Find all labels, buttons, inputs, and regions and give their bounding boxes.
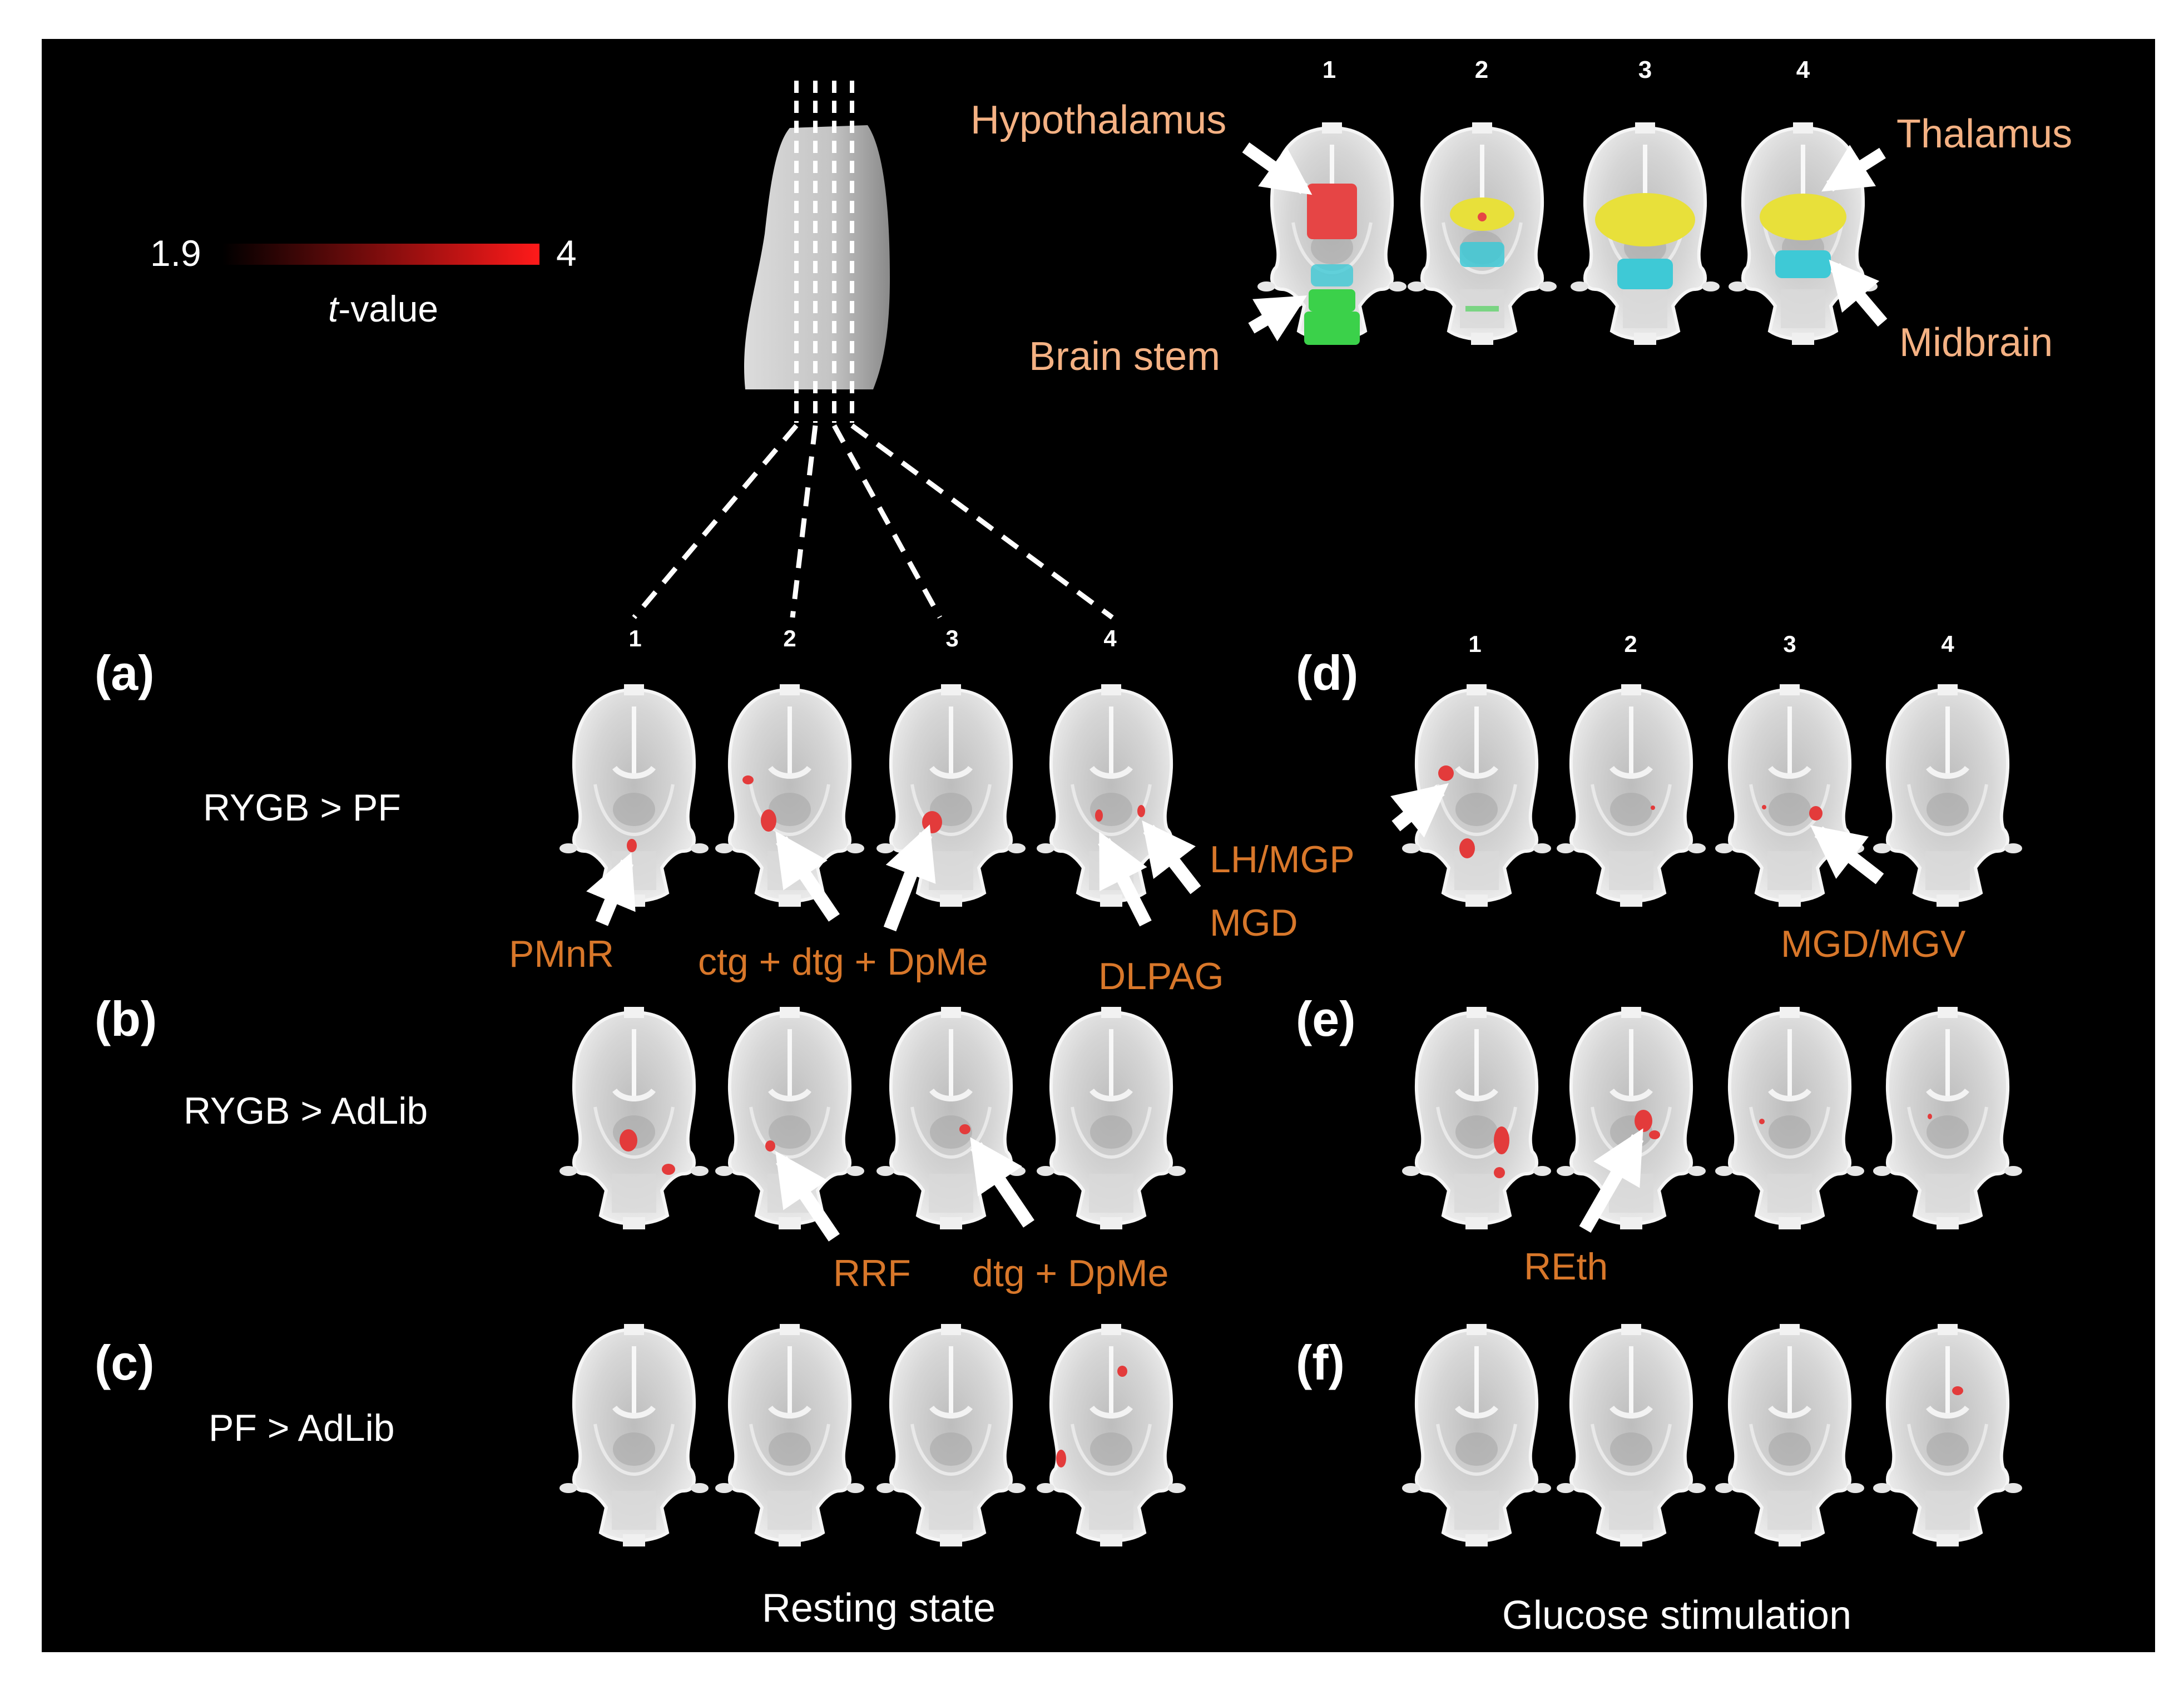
atlas-slices: 1 2 3 4 Hypothalamus Thala xyxy=(970,56,2072,379)
colorbar-max: 4 xyxy=(556,233,577,274)
panel-letter-b: (b) xyxy=(95,991,157,1046)
region-label-rrf: RRF xyxy=(833,1252,911,1294)
atlas-label-midbrain: Midbrain xyxy=(1899,320,2053,365)
colorbar-label-italic: t xyxy=(328,288,340,329)
atlas-slice-3 xyxy=(1571,122,1720,345)
atlas-slice-number-4: 4 xyxy=(1796,56,1810,83)
panel-letter-d: (d) xyxy=(1296,645,1358,700)
colorbar-label: t-value xyxy=(328,288,438,329)
resting-slice-numbers: 1 2 3 4 xyxy=(628,625,1117,651)
arrow-midbrain xyxy=(1829,259,1888,327)
region-labels: PMnR ctg + dtg + DpMe DLPAG MGD LH/MGP M… xyxy=(509,838,1966,1294)
atlas-slice-number-1: 1 xyxy=(1323,56,1336,83)
region-label-lhmgp: LH/MGP xyxy=(1210,838,1355,881)
region-arrows xyxy=(586,783,1884,1242)
region-label-reth: REth xyxy=(1524,1246,1608,1288)
panel-letter-c: (c) xyxy=(95,1335,155,1390)
contrast-label-c: PF > AdLib xyxy=(209,1407,395,1449)
panel-letter-f: (f) xyxy=(1296,1335,1345,1390)
atlas-slice-1 xyxy=(1257,122,1407,345)
panel-letter-a: (a) xyxy=(95,645,155,700)
glucose-slice-number-1: 1 xyxy=(1468,631,1481,657)
panel-letters: (a) (b) (c) (d) (e) (f) xyxy=(95,645,1358,1390)
contrast-label-a: RYGB > PF xyxy=(203,787,401,829)
resting-slice-number-1: 1 xyxy=(628,625,641,651)
atlas-slice-number-2: 2 xyxy=(1475,56,1488,83)
atlas-slice-number-3: 3 xyxy=(1638,56,1652,83)
arrow-brainstem xyxy=(1248,295,1308,342)
column-title-resting: Resting state xyxy=(762,1586,996,1630)
resting-slice-number-2: 2 xyxy=(783,625,796,651)
contrast-labels: RYGB > PF RYGB > AdLib PF > AdLib xyxy=(184,787,428,1449)
region-label-dlpag: DLPAG xyxy=(1098,955,1224,997)
resting-slice-number-3: 3 xyxy=(945,625,958,651)
arrow-hypothalamus xyxy=(1242,142,1313,195)
contrast-label-b: RYGB > AdLib xyxy=(184,1090,428,1132)
glucose-slice-number-3: 3 xyxy=(1783,631,1796,657)
atlas-slice-4 xyxy=(1729,122,1878,345)
region-label-mgdmgv: MGD/MGV xyxy=(1781,923,1966,965)
region-label-pmnr: PMnR xyxy=(509,933,614,975)
region-label-ctg: ctg + dtg + DpMe xyxy=(698,941,988,983)
resting-slice-number-4: 4 xyxy=(1103,625,1117,651)
atlas-label-hypothalamus: Hypothalamus xyxy=(970,98,1226,142)
panel-letter-e: (e) xyxy=(1296,991,1356,1046)
atlas-slice-2 xyxy=(1408,122,1557,345)
atlas-label-thalamus: Thalamus xyxy=(1896,112,2072,156)
atlas-label-brainstem: Brain stem xyxy=(1029,334,1220,379)
colorbar-gradient xyxy=(222,244,539,265)
colorbar-min: 1.9 xyxy=(150,233,201,274)
colorbar-label-rest: -value xyxy=(338,288,438,329)
column-title-glucose: Glucose stimulation xyxy=(1502,1593,1851,1638)
region-label-dtg: dtg + DpMe xyxy=(972,1252,1168,1294)
glucose-slice-number-2: 2 xyxy=(1624,631,1637,657)
glucose-slice-numbers: 1 2 3 4 xyxy=(1468,631,1954,657)
arrow-thalamus xyxy=(1821,145,1886,192)
colorbar: 1.9 4 t-value xyxy=(150,233,577,329)
glucose-slice-number-4: 4 xyxy=(1941,631,1954,657)
sagittal-slice xyxy=(632,81,1114,620)
region-label-mgd: MGD xyxy=(1210,902,1298,944)
